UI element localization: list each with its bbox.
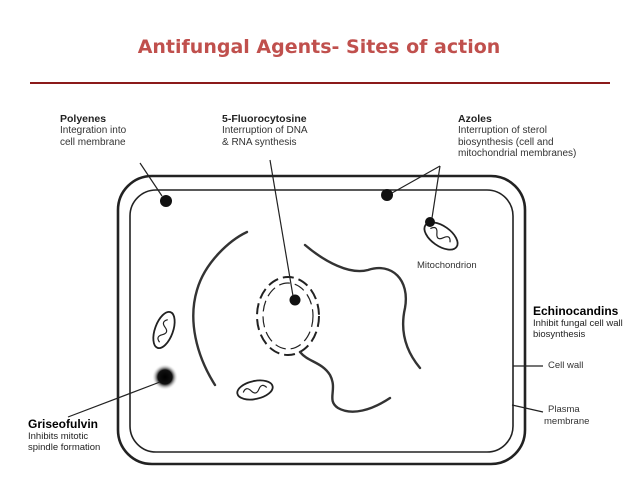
griseofulvin-desc-1: Inhibits mitotic xyxy=(28,430,89,442)
griseofulvin-target-dot xyxy=(152,364,178,390)
griseofulvin-name: Griseofulvin xyxy=(28,417,99,431)
plasma-membrane xyxy=(129,189,514,453)
cytoplasm-strand-2 xyxy=(303,243,422,370)
mitochondrion-label: Mitochondrion xyxy=(417,260,477,271)
mitochondrion-top xyxy=(423,221,459,251)
azoles-pointer-1 xyxy=(391,165,441,194)
echinocandins-label: Echinocandins Inhibit fungal cell wall b… xyxy=(533,304,623,341)
griseofulvin-desc-2: spindle formation xyxy=(28,441,101,453)
cell-wall xyxy=(116,174,527,466)
nucleus xyxy=(256,276,320,356)
plasma-membrane-pointer xyxy=(511,404,544,413)
echinocandins-name: Echinocandins xyxy=(533,304,619,318)
cytoplasm-strand-1 xyxy=(192,230,249,387)
plasma-membrane-label-2: membrane xyxy=(544,416,590,427)
polyenes-desc-1: Integration into xyxy=(60,125,127,137)
fluorocytosine-desc-2: & RNA synthesis xyxy=(222,136,297,148)
polyenes-name: Polyenes xyxy=(60,113,107,125)
azoles-pointer-2 xyxy=(431,165,441,219)
fluorocytosine-label: 5-Fluorocytosine Interruption of DNA & R… xyxy=(222,113,308,148)
griseofulvin-pointer xyxy=(67,381,161,418)
azoles-desc-2: biosynthesis (cell and xyxy=(458,136,554,148)
azoles-name: Azoles xyxy=(458,113,492,125)
fluorocytosine-name: 5-Fluorocytosine xyxy=(222,113,307,125)
fluorocytosine-desc-1: Interruption of DNA xyxy=(222,125,308,137)
nucleus-inner xyxy=(262,282,314,350)
polyenes-desc-2: cell membrane xyxy=(60,136,126,148)
fluorocytosine-pointer xyxy=(269,159,294,297)
echinocandins-desc-2: biosynthesis xyxy=(533,328,586,340)
cytoplasm-strand-3 xyxy=(298,350,392,413)
azoles-desc-1: Interruption of sterol xyxy=(458,125,547,137)
mitochondrion-left xyxy=(152,310,176,350)
nucleus-target-dot xyxy=(289,294,301,306)
polyenes-label: Polyenes Integration into cell membrane xyxy=(60,113,126,148)
plasma-membrane-label-1: Plasma xyxy=(548,404,580,415)
page-title: Antifungal Agents- Sites of action xyxy=(137,36,501,58)
title-divider xyxy=(30,82,610,84)
azoles-label: Azoles Interruption of sterol biosynthes… xyxy=(458,113,576,160)
cell-wall-label: Cell wall xyxy=(548,360,584,371)
azoles-desc-3: mitochondrial membranes) xyxy=(458,148,577,160)
polyenes-pointer xyxy=(139,162,163,197)
echinocandins-desc-1: Inhibit fungal cell wall xyxy=(533,317,623,329)
mitochondrion-bottom xyxy=(236,379,274,401)
griseofulvin-label: Griseofulvin Inhibits mitotic spindle fo… xyxy=(28,417,101,454)
azoles-membrane-target-dot xyxy=(381,189,393,201)
polyenes-target-dot xyxy=(160,195,172,207)
azoles-mito-target-dot xyxy=(425,217,435,227)
